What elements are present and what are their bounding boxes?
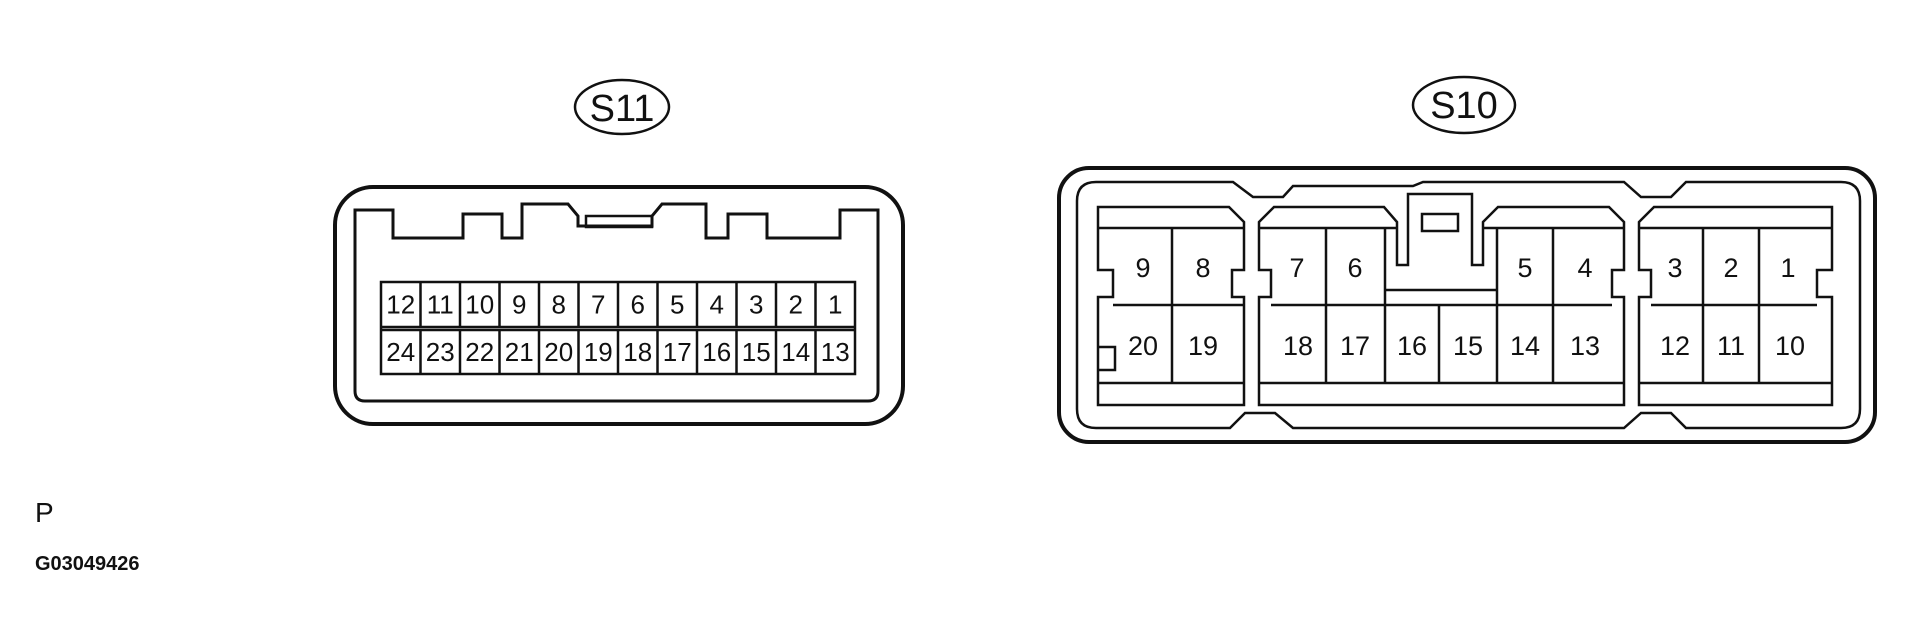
pin-label: 23 (426, 337, 455, 367)
pin-label: 4 (1577, 253, 1592, 283)
connector-s11-housing-outer (333, 185, 905, 426)
connector-s11-id: S11 (590, 88, 655, 130)
pin-label: 21 (505, 337, 534, 367)
pin-label: 18 (1283, 331, 1313, 361)
pin-label: 7 (591, 290, 605, 320)
connector-s10-latch (1420, 212, 1460, 233)
pin-label: 14 (781, 337, 810, 367)
pin-label: 2 (1723, 253, 1738, 283)
pin-label: 2 (789, 290, 803, 320)
pin-label: 14 (1510, 331, 1540, 361)
footer-code: G03049426 (35, 553, 140, 575)
connector-s10-id: S10 (1430, 85, 1498, 127)
pin-label: 5 (1517, 253, 1532, 283)
pin-label: 22 (465, 337, 494, 367)
pin-label: 13 (1570, 331, 1600, 361)
pin-label: 9 (1135, 253, 1150, 283)
pin-label: 20 (1128, 331, 1158, 361)
pin-label: 10 (1775, 331, 1805, 361)
connector-s10-housing-inner (1075, 180, 1862, 430)
pin-label: 12 (1660, 331, 1690, 361)
connector-s11-housing-inner (353, 202, 880, 403)
pin-label: 15 (1453, 331, 1483, 361)
pin-label: 7 (1289, 253, 1304, 283)
pin-label: 16 (1397, 331, 1427, 361)
pin-label: 10 (465, 290, 494, 320)
connector-s10 (1057, 75, 1877, 444)
pin-label: 19 (584, 337, 613, 367)
pin-label: 11 (427, 290, 454, 320)
pin-label: 12 (386, 290, 415, 320)
pin-label: 15 (742, 337, 771, 367)
pin-label: 18 (623, 337, 652, 367)
pin-label: 19 (1188, 331, 1218, 361)
connector-s10-middle-block (1257, 192, 1626, 407)
pin-label: 3 (749, 290, 763, 320)
pin-label: 5 (670, 290, 684, 320)
pin-label: 16 (702, 337, 731, 367)
pin-label: 8 (1195, 253, 1210, 283)
pin-label: 1 (828, 290, 842, 320)
pin-label: 6 (631, 290, 645, 320)
connector-s11-id-oval (573, 78, 671, 136)
pin-label: 9 (512, 290, 526, 320)
pin-label: 17 (1340, 331, 1370, 361)
connector-s10-pins: 9 8 20 19 7 6 5 4 18 17 16 15 14 13 3 2 … (1128, 253, 1805, 361)
pin-label: 8 (552, 290, 566, 320)
connector-s11-latch (584, 214, 654, 229)
connector-s10-right-block (1637, 205, 1834, 407)
pin-label: 24 (386, 337, 415, 367)
footer-letter: P (35, 497, 54, 528)
pin-label: 1 (1780, 253, 1795, 283)
pin-label: 13 (821, 337, 850, 367)
pin-label: 17 (663, 337, 692, 367)
pin-label: 3 (1667, 253, 1682, 283)
pin-label: 20 (544, 337, 573, 367)
pin-label: 4 (710, 290, 724, 320)
connector-s10-id-oval (1411, 75, 1517, 135)
pin-label: 11 (1717, 331, 1745, 361)
pin-label: 6 (1347, 253, 1362, 283)
connector-s10-housing-outer (1057, 166, 1877, 444)
connector-s10-left-block (1096, 205, 1246, 407)
